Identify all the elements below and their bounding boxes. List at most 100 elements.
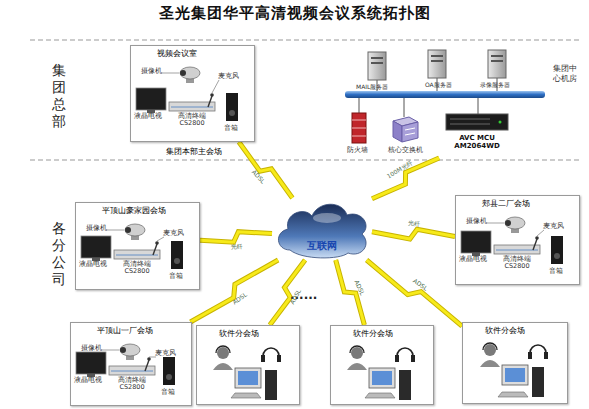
link-line [239, 142, 293, 198]
device-label: 摄像机 [86, 225, 110, 232]
server-link [359, 97, 360, 113]
link-line [270, 260, 305, 325]
pc-tower [399, 370, 411, 400]
camera-body [505, 217, 525, 229]
switch-side [393, 121, 402, 142]
tv-screen [461, 231, 491, 253]
link-outline [239, 142, 293, 198]
headset-icon [530, 345, 546, 353]
firewall-brick [352, 128, 366, 129]
device-label: 高清终端 CS2800 [111, 377, 153, 392]
node-heading: 平顶山一厂会场 [97, 326, 189, 335]
headset-ear [261, 355, 265, 362]
microphone-stem [533, 239, 537, 250]
pc-screen [238, 371, 258, 385]
device-label: 摄像机 [141, 68, 165, 75]
leader-line [212, 80, 219, 93]
link-outline [270, 260, 305, 325]
meeting-room-box: 平顶山一厂会场摄像机麦克风液晶电视高清终端 CS2800音箱 [70, 322, 192, 406]
device-label: 音箱 [549, 268, 573, 275]
pc-screen [505, 368, 525, 382]
lightning-link [372, 158, 439, 199]
leader-line [106, 230, 124, 231]
software-site-box: 软件分会场 [330, 325, 434, 405]
link-line [372, 229, 455, 239]
speaker-cone [229, 110, 235, 116]
link-line [372, 158, 439, 199]
link-outline [190, 260, 278, 322]
person-body [347, 363, 367, 370]
headset-ear [411, 355, 415, 362]
pc-keyboard [231, 393, 261, 398]
server-icon [368, 52, 386, 80]
device-label: 高清终端 CS2800 [171, 113, 213, 128]
microphone-head [210, 93, 214, 97]
cloud-label: 互联网 [272, 240, 372, 252]
headset-icon [397, 348, 413, 356]
text-label: 集团中心机房 [553, 64, 580, 84]
software-site-box: 软件分会场 [196, 325, 300, 405]
terminal-front [111, 371, 153, 372]
server-slot [491, 60, 503, 62]
pc-tower [532, 367, 544, 397]
node-caption: 集团本部主会场 [166, 147, 256, 156]
lightning-link [200, 232, 272, 243]
mcu-panel [450, 124, 490, 125]
meeting-room-box: 郏县二厂会场摄像机麦克风液晶电视高清终端 CS2800音箱 [455, 195, 580, 285]
link-line [200, 232, 272, 243]
camera-lens [505, 220, 511, 226]
link-label: 光纤 [231, 243, 244, 251]
text-label: OA服务器 [425, 81, 465, 89]
leader-line [161, 73, 179, 74]
terminal-front [496, 250, 538, 251]
person-body [213, 363, 233, 370]
device-label: 液晶电视 [79, 261, 111, 268]
text-label: 集团总部 [52, 62, 68, 130]
firewall-brick [352, 136, 366, 137]
firewall-icon [352, 113, 366, 143]
device-label: 摄像机 [81, 345, 105, 352]
server-icon [428, 50, 446, 78]
link-outline [367, 260, 462, 326]
leader-line [157, 237, 164, 241]
speaker-box [171, 241, 183, 269]
device-label: 液晶电视 [74, 377, 106, 384]
device-caption: AVC MCU AM2064WD [438, 134, 516, 150]
server-slot [371, 62, 383, 64]
internet-cloud: 互联网 [272, 198, 372, 260]
person-head [217, 347, 229, 359]
terminal-box [109, 366, 155, 375]
terminal-front [116, 255, 158, 256]
text-label: 防火墙 [347, 146, 377, 155]
lightning-link [367, 260, 462, 326]
microphone-head [147, 357, 151, 361]
meeting-room-box: 视频会议室摄像机麦克风液晶电视高清终端 CS2800音箱集团本部主会场 [130, 45, 255, 142]
link-line [190, 260, 278, 322]
device-label: 音箱 [169, 273, 193, 280]
switch-front [402, 122, 418, 142]
software-site-box: 软件分会场 [462, 322, 568, 404]
camera-lens [180, 70, 186, 76]
node-heading: 平顶山豪家园会场 [102, 206, 197, 215]
server-slot [371, 57, 383, 59]
server-slot [431, 55, 443, 57]
lightning-link [239, 142, 293, 198]
text-label: 各分公司 [52, 220, 68, 288]
camera-body [120, 344, 140, 356]
device-label: 高清终端 CS2800 [496, 256, 538, 271]
microphone-stem [208, 96, 212, 107]
switch-arrow [405, 128, 415, 130]
device-label: 音箱 [224, 125, 248, 132]
cloud-highlight [313, 213, 341, 223]
speaker-box [163, 357, 175, 385]
pc-tower [265, 370, 277, 400]
speaker-cone [166, 374, 172, 380]
node-heading: 软件分会场 [485, 326, 565, 335]
separator-line [30, 40, 580, 41]
lightning-link [190, 260, 278, 322]
headset-band [216, 346, 230, 353]
lightning-link [270, 260, 305, 325]
camera-lens [125, 227, 131, 233]
server-icon [488, 50, 506, 78]
node-heading: 视频会议室 [157, 49, 252, 58]
